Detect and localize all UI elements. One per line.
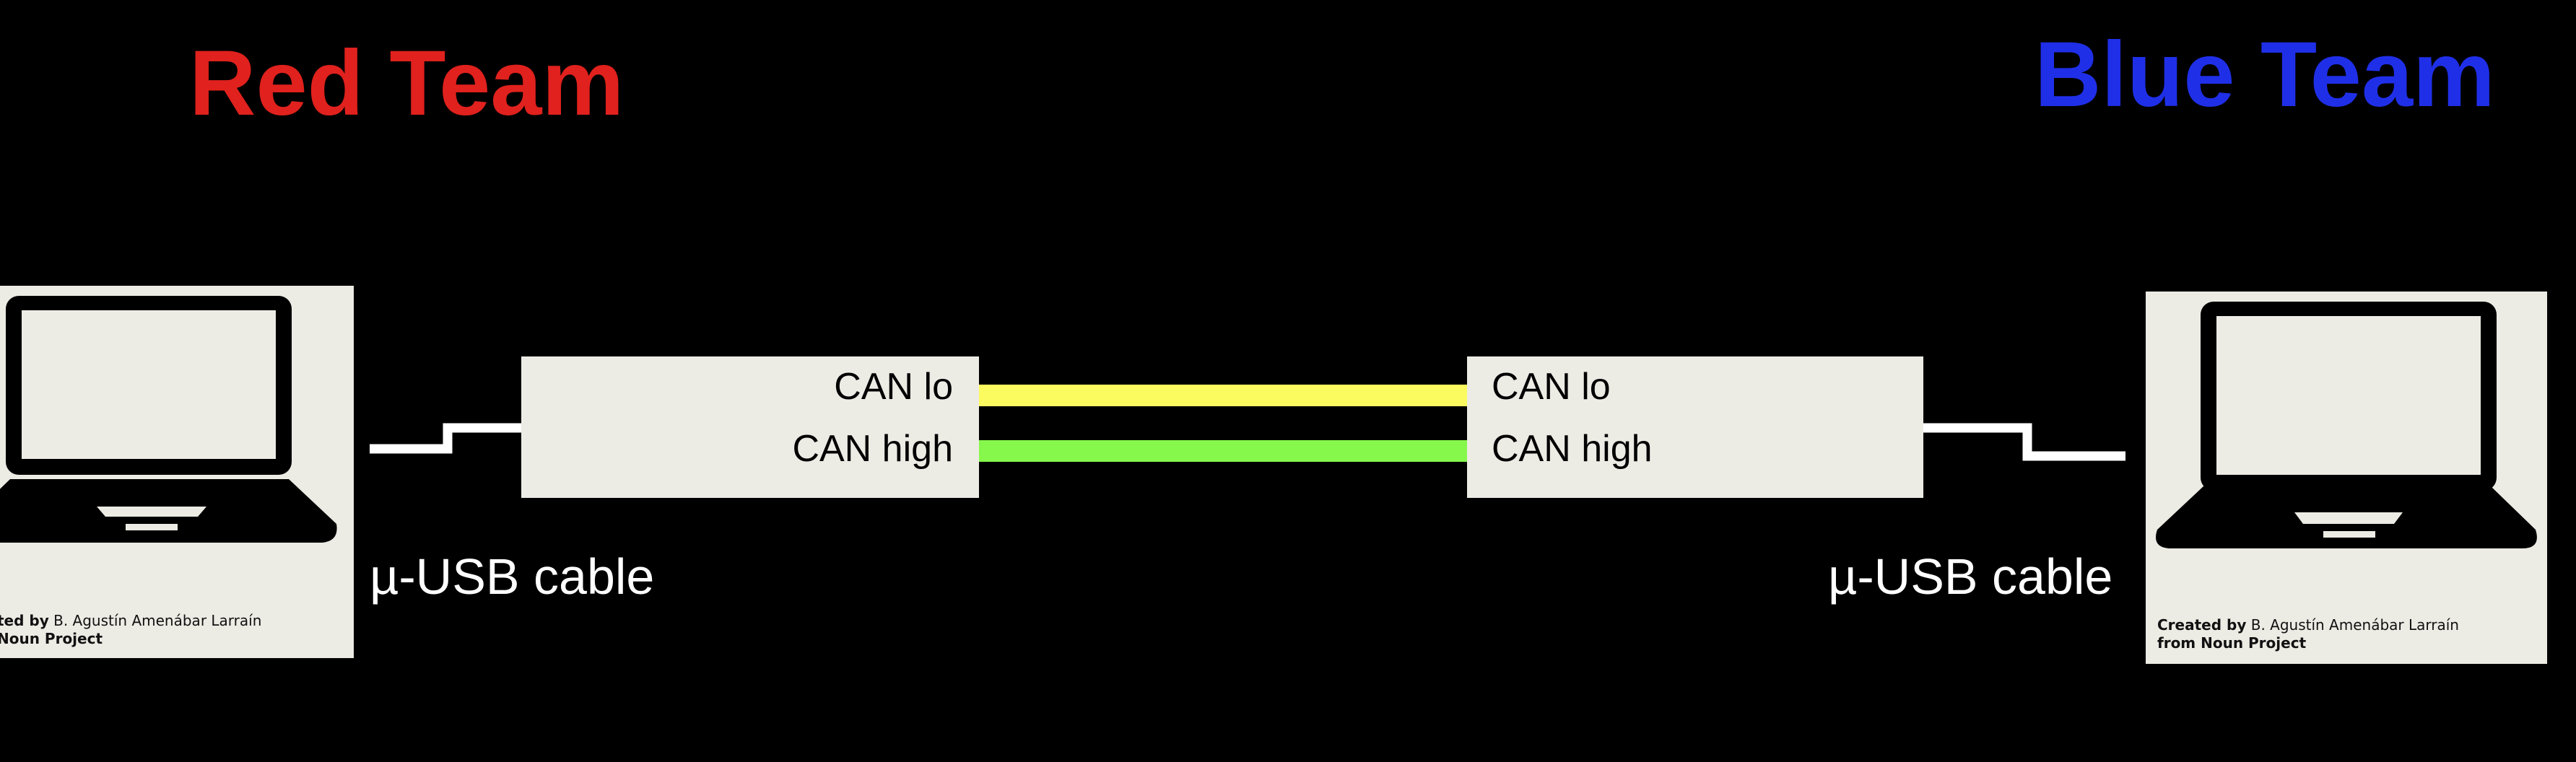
can-high-label: CAN high [1492, 428, 1653, 470]
red-team-can-module: CAN lo CAN high [521, 356, 979, 498]
icon-credit-left: ted by B. Agustín Amenábar Larraín Noun … [0, 612, 262, 647]
red-team-laptop: ted by B. Agustín Amenábar Larraín Noun … [0, 286, 354, 658]
can-lo-wire [979, 385, 1467, 406]
usb-cable-label-left: µ-USB cable [370, 548, 655, 605]
red-team-title: Red Team [189, 32, 625, 135]
blue-team-can-module: CAN lo CAN high [1467, 356, 1923, 498]
blue-team-laptop: Created by B. Agustín Amenábar Larraín f… [2146, 292, 2547, 664]
can-high-wire [979, 440, 1467, 462]
icon-credit-right: Created by B. Agustín Amenábar Larraín f… [2157, 616, 2459, 652]
usb-cable-label-right: µ-USB cable [1828, 548, 2113, 605]
can-high-label: CAN high [792, 428, 953, 470]
laptop-icon [0, 296, 337, 543]
can-lo-label: CAN lo [834, 366, 953, 408]
blue-team-title: Blue Team [2035, 23, 2495, 126]
usb-cable-right [1923, 423, 2125, 461]
can-lo-label: CAN lo [1492, 366, 1611, 408]
laptop-icon [2156, 302, 2537, 548]
usb-cable-left [370, 423, 521, 454]
